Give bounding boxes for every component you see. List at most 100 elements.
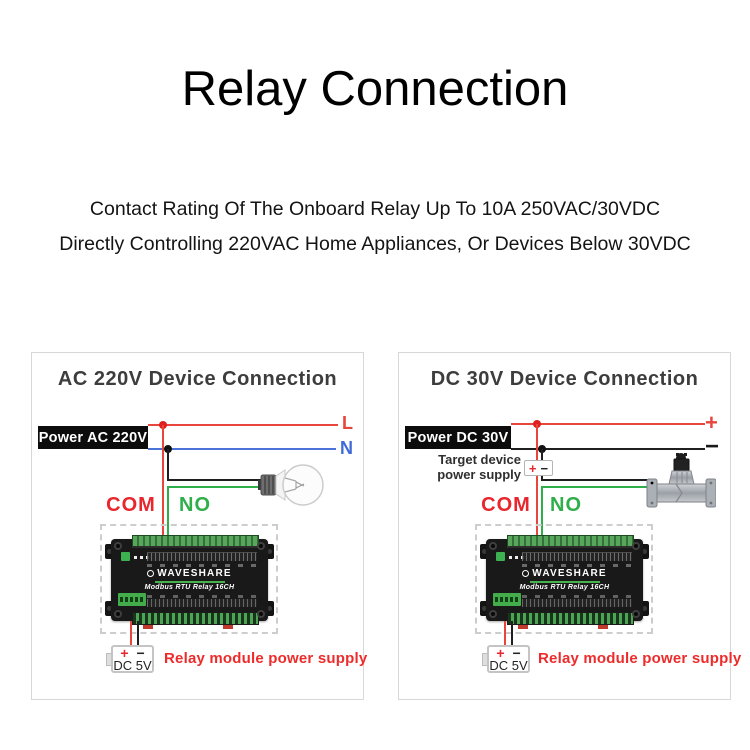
indicator-leds [134, 556, 151, 559]
wire-to-bulb-horizontal [167, 479, 263, 481]
mounting-tab [640, 544, 649, 559]
power-source-label-dc: Power DC 30V [405, 426, 511, 449]
brand-text: WAVESHARE [157, 568, 232, 579]
mounting-tab [105, 601, 114, 616]
dc5v-power-supply-ac: + − DC 5V [111, 645, 154, 673]
module-outline-dc [475, 524, 653, 634]
panel-dc-30v: DC 30V Device Connection Power DC 30V + … [398, 352, 741, 700]
waveshare-logo-icon [147, 570, 155, 577]
power-source-text-ac: Power AC 220V [38, 429, 148, 446]
psu-label: DC 5V [113, 658, 152, 673]
wire-to-bulb-vertical [167, 449, 169, 481]
target-minus-sign: − [540, 460, 549, 476]
wire-to-valve-horizontal [541, 479, 649, 481]
status-led [121, 552, 130, 561]
target-plus-sign: + [528, 460, 537, 476]
terminal-strip-top [132, 535, 259, 548]
terminal-cap [223, 623, 233, 629]
psu-label: DC 5V [489, 658, 528, 673]
power-source-text-dc: Power DC 30V [407, 429, 509, 446]
terminal-strip-bottom [132, 612, 259, 625]
pin-header-row [522, 599, 632, 607]
module-model-text: Modbus RTU Relay 16CH [519, 584, 610, 591]
mounting-tab [480, 601, 489, 616]
no-label-ac: NO [179, 494, 211, 516]
wire-live-l [148, 424, 338, 426]
psu-wire-black [137, 621, 139, 647]
mounting-tab [265, 601, 274, 616]
wire-no-horizontal [167, 486, 263, 488]
label-plus: + [705, 410, 718, 435]
psu-polarity: + − [489, 645, 528, 661]
wire-com-vertical [536, 424, 538, 543]
pin-header-row [522, 552, 632, 561]
power-terminal-block [118, 593, 146, 606]
psu-wire-red [504, 621, 506, 647]
module-outline-ac [100, 524, 278, 634]
channel-labels-row [147, 564, 257, 567]
terminal-cap [518, 623, 528, 629]
page-title: Relay Connection [181, 62, 569, 116]
label-minus: − [705, 433, 720, 460]
wire-no-vertical [541, 486, 543, 543]
panel-title-ac: AC 220V Device Connection [57, 368, 338, 390]
psu-minus-sign: − [512, 645, 521, 661]
solenoid-valve-icon [646, 453, 716, 508]
screw-icon [632, 610, 640, 618]
psu-plus-sign: + [496, 645, 505, 661]
psu-wire-black [511, 621, 513, 647]
subtitle-line-1: Contact Rating Of The Onboard Relay Up T… [89, 198, 661, 220]
psu-caption-ac: Relay module power supply [164, 650, 368, 667]
target-device-label: Target device power supply [427, 452, 521, 482]
screw-icon [489, 542, 497, 550]
waveshare-logo-icon [522, 570, 530, 577]
wire-negative [511, 448, 705, 450]
light-bulb-icon [258, 464, 324, 506]
power-source-label-ac: Power AC 220V [38, 426, 148, 449]
module-model-text: Modbus RTU Relay 16CH [144, 584, 235, 591]
relay-module-dc: WAVESHARE Modbus RTU Relay 16CH [480, 535, 649, 629]
brand-text: WAVESHARE [532, 568, 607, 579]
terminal-strip-top [507, 535, 634, 548]
terminal-strip-bottom [507, 612, 634, 625]
psu-wire-red [130, 621, 132, 647]
psu-caption-dc: Relay module power supply [538, 650, 742, 667]
channel-labels-row [147, 595, 257, 598]
status-led [496, 552, 505, 561]
channel-labels-row [522, 595, 632, 598]
wire-positive [511, 423, 705, 425]
no-label-dc: NO [550, 494, 582, 516]
screw-icon [114, 610, 122, 618]
relay-module-ac: WAVESHARE Modbus RTU Relay 16CH [105, 535, 274, 629]
screw-icon [114, 542, 122, 550]
terminal-cap [143, 623, 153, 629]
waveshare-logo: WAVESHARE [111, 568, 268, 579]
target-device-line-1: Target device [438, 452, 521, 467]
subtitle: Contact Rating Of The Onboard Relay Up T… [0, 192, 750, 262]
screw-icon [257, 542, 265, 550]
pin-header-row [147, 552, 257, 561]
logo-underline [530, 581, 600, 583]
psu-plus-sign: + [120, 645, 129, 661]
waveshare-logo: WAVESHARE [486, 568, 643, 579]
screw-icon [489, 610, 497, 618]
logo-underline [155, 581, 225, 583]
label-n: N [340, 438, 353, 458]
screw-icon [257, 610, 265, 618]
wire-no-vertical [167, 486, 169, 543]
channel-labels-row [522, 564, 632, 567]
wire-neutral-n [148, 448, 336, 450]
wire-com-vertical [162, 425, 164, 543]
label-l: L [342, 413, 353, 433]
wire-no-horizontal [541, 486, 649, 488]
com-label-dc: COM [481, 494, 531, 516]
indicator-leds [509, 556, 526, 559]
mounting-tab [480, 544, 489, 559]
screw-icon [632, 542, 640, 550]
pin-header-row [147, 599, 257, 607]
target-device-line-2: power supply [437, 467, 521, 482]
target-psu-box: + − [524, 460, 553, 476]
mounting-tab [105, 544, 114, 559]
power-terminal-block [493, 593, 521, 606]
